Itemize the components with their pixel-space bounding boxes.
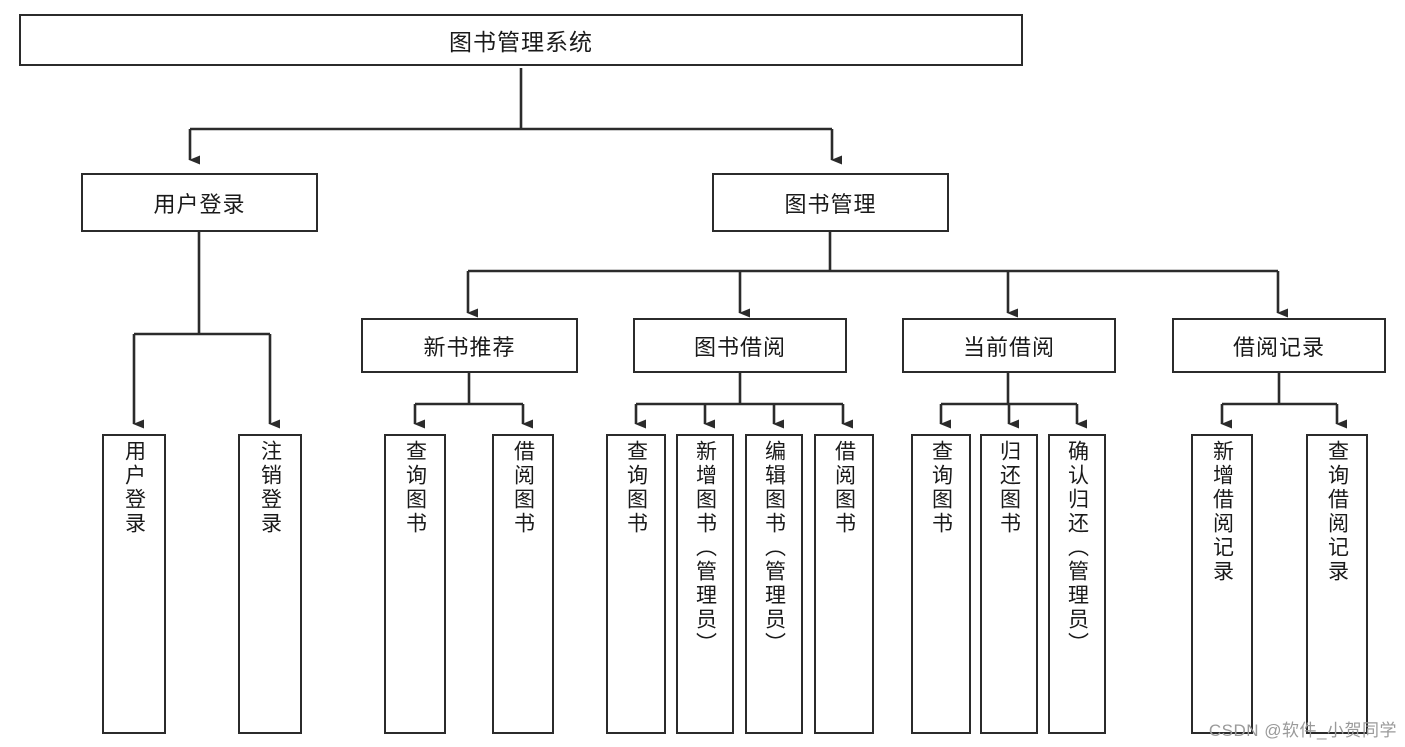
leaf-current-query-book[interactable]: 查询图书 [911, 434, 971, 734]
node-label: 查询图书 [403, 440, 427, 536]
node-label: 当前借阅 [962, 334, 1055, 360]
node-current-borrow[interactable]: 当前借阅 [902, 318, 1116, 373]
node-label: 新书推荐 [423, 334, 516, 360]
leaf-current-confirm-return[interactable]: 确认归还（管理员） [1048, 434, 1106, 734]
leaf-borrow-add-book[interactable]: 新增图书（管理员） [676, 434, 734, 734]
leaf-borrow-edit-book[interactable]: 编辑图书（管理员） [745, 434, 803, 734]
leaf-current-return-book[interactable]: 归还图书 [980, 434, 1038, 734]
leaf-borrow-query-book[interactable]: 查询图书 [606, 434, 666, 734]
leaf-new-book-borrow[interactable]: 借阅图书 [492, 434, 554, 734]
node-label: 查询图书 [929, 440, 953, 536]
node-label: 图书借阅 [693, 334, 786, 360]
leaf-record-add[interactable]: 新增借阅记录 [1191, 434, 1253, 734]
leaf-user-login-signin[interactable]: 用户登录 [102, 434, 166, 734]
leaf-borrow-borrow-book[interactable]: 借阅图书 [814, 434, 874, 734]
node-label: 新增借阅记录 [1210, 440, 1234, 584]
node-label: 用户登录 [122, 440, 146, 536]
node-label: 图书管理系统 [449, 29, 593, 55]
node-label: 用户登录 [153, 191, 246, 217]
node-label: 借阅记录 [1232, 334, 1325, 360]
node-label: 查询图书 [624, 440, 648, 536]
node-new-book-recommend[interactable]: 新书推荐 [361, 318, 578, 373]
node-label: 借阅图书 [511, 440, 535, 536]
node-book-borrow[interactable]: 图书借阅 [633, 318, 847, 373]
leaf-user-login-signout[interactable]: 注销登录 [238, 434, 302, 734]
node-label: 新增图书（管理员） [693, 440, 717, 656]
node-root-system[interactable]: 图书管理系统 [19, 14, 1023, 66]
leaf-new-book-query[interactable]: 查询图书 [384, 434, 446, 734]
node-label: 归还图书 [997, 440, 1021, 536]
leaf-record-query[interactable]: 查询借阅记录 [1306, 434, 1368, 734]
node-label: 注销登录 [258, 440, 282, 536]
node-label: 查询借阅记录 [1325, 440, 1349, 584]
node-label: 编辑图书（管理员） [762, 440, 786, 656]
node-user-login[interactable]: 用户登录 [81, 173, 318, 232]
watermark-label: CSDN @软件_小贺同学 [1208, 721, 1397, 740]
node-label: 借阅图书 [832, 440, 856, 536]
node-borrow-record[interactable]: 借阅记录 [1172, 318, 1386, 373]
node-label: 图书管理 [784, 191, 877, 217]
node-book-management[interactable]: 图书管理 [712, 173, 949, 232]
node-label: 确认归还（管理员） [1065, 440, 1089, 656]
